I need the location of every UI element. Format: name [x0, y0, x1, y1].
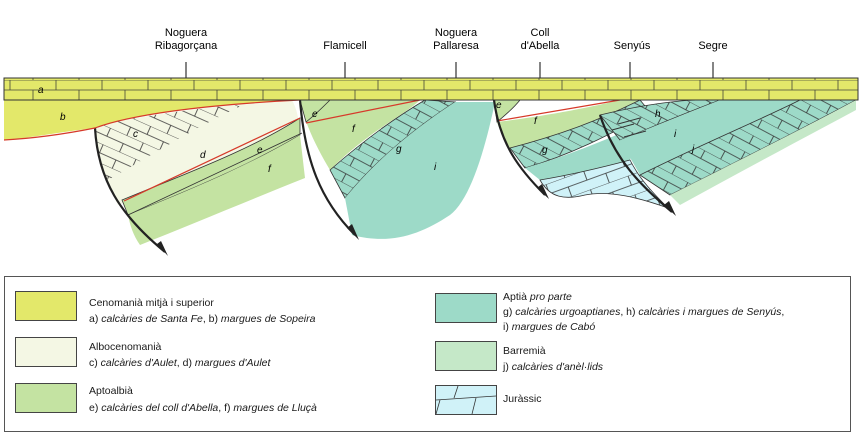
layer-label-c: c: [133, 129, 138, 140]
layer-i-basin2: [345, 102, 495, 239]
layer-label-b: b: [60, 112, 66, 123]
fault-2: [298, 99, 356, 236]
label-noguera-ribagorcana-1: Noguera: [165, 27, 208, 39]
layer-label-f-2: f: [352, 124, 356, 135]
jurassic-pattern: [436, 386, 496, 414]
legend-title-aptoalbia: Aptoalbià: [89, 385, 133, 397]
swatch-albocenomania: [15, 337, 77, 367]
layer-label-e-2: e: [312, 109, 318, 120]
label-segre: Segre: [698, 40, 727, 52]
layer-label-d: d: [200, 150, 206, 161]
layer-e-basin1: [121, 117, 301, 216]
layer-f-basin2: [300, 100, 420, 170]
layer-label-i-2: i: [674, 129, 677, 140]
label-noguera-pallaresa-2: Pallaresa: [433, 40, 480, 52]
layer-label-f-1: f: [268, 164, 272, 175]
layer-label-e-1: e: [257, 145, 263, 156]
layer-c-calcaries-aulet: [95, 104, 245, 180]
fault-1: [93, 127, 166, 253]
geological-cross-section: Noguera Ribagorçana Flamicell Noguera Pa…: [3, 27, 859, 256]
swatch-aptoalbia: [15, 383, 77, 413]
layer-barremia-fill: [670, 100, 856, 205]
layer-label-g-1: g: [396, 144, 402, 155]
label-noguera-ribagorcana-2: Ribagorçana: [155, 40, 218, 52]
layer-label-g-2: g: [542, 145, 548, 156]
swatch-barremia: [435, 341, 497, 371]
legend-desc-aptia-line2: g) calcàries urgoaptianes, h) calcàries …: [503, 306, 785, 318]
label-senyus: Senyús: [614, 40, 651, 52]
legend-title-barremia: Barremià: [503, 345, 546, 357]
legend-title-albocenomania: Albocenomanià: [89, 341, 162, 353]
label-coll-dabella-2: d'Abella: [521, 40, 561, 52]
layer-label-i-1: i: [434, 162, 437, 173]
label-flamicell: Flamicell: [323, 40, 366, 52]
layer-f-basin1: [128, 135, 305, 245]
layer-label-e-3: e: [496, 100, 502, 111]
swatch-jurassic: [435, 385, 497, 415]
layer-g-basin3-b: [525, 125, 640, 180]
layer-label-h: h: [655, 109, 661, 120]
legend-title-aptia: Aptià pro parte: [503, 291, 572, 303]
layer-f-basin3: [497, 100, 640, 148]
label-coll-dabella-1: Coll: [531, 27, 550, 39]
layer-b-margues-sopeira: [4, 100, 300, 140]
legend-desc-aptia-line3: i) margues de Cabó: [503, 321, 596, 333]
layer-label-j: j: [690, 144, 695, 155]
fault-3: [492, 99, 546, 196]
legend-title-jurassic: Juràssic: [503, 393, 542, 405]
layer-label-f-3: f: [534, 116, 538, 127]
legend-desc-cenomania: a) calcàries de Santa Fe, b) margues de …: [89, 313, 316, 325]
layer-i-basin4: [620, 100, 800, 175]
legend-desc-albocenomania: c) calcàries d'Aulet, d) margues d'Aulet: [89, 357, 271, 369]
label-noguera-pallaresa-1: Noguera: [435, 27, 478, 39]
layer-label-a: a: [38, 85, 44, 96]
legend: Cenomanià mitjà i superior a) calcàries …: [4, 276, 851, 432]
legend-title-cenomania: Cenomanià mitjà i superior: [89, 297, 214, 309]
legend-desc-aptoalbia: e) calcàries del coll d'Abella, f) margu…: [89, 402, 317, 414]
swatch-cenomania: [15, 291, 77, 321]
swatch-aptia: [435, 293, 497, 323]
fault-4: [598, 114, 673, 213]
legend-desc-barremia: j) calcàries d'anèl·lids: [503, 361, 604, 373]
